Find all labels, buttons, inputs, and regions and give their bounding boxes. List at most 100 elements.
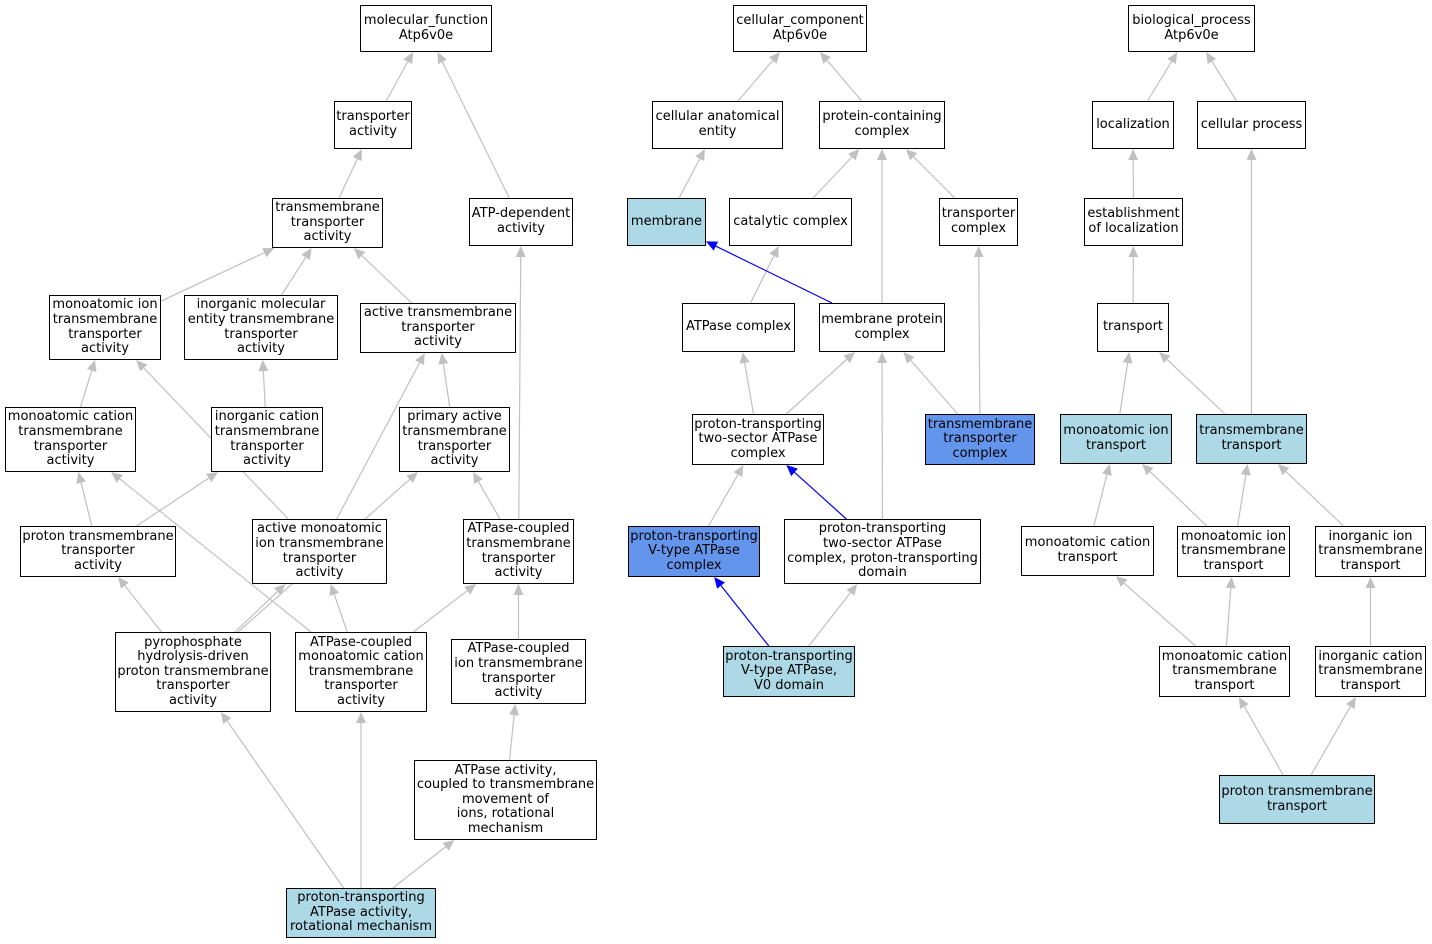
node-cc_catalytic: catalytic complex [729, 198, 852, 246]
node-cc_tm_transporter_complex: transmembrane transporter complex [925, 414, 1035, 465]
node-mf_monoatomic_ion_tm: monoatomic ion transmembrane transporter… [49, 295, 161, 360]
edge-mf_active_monoatomic_ion-to-mf_active_tm [336, 353, 425, 520]
edge-bp_monoatomic_ion_transport-to-bp_transport [1119, 352, 1133, 415]
edge-bp_cellular_process-to-bp_root [1206, 52, 1238, 102]
edge-bp_proton_tm_transport-to-bp_inorganic_cation_tm [1310, 697, 1356, 776]
node-mf_inorganic_molecular: inorganic molecular entity transmembrane… [184, 295, 338, 360]
node-bp_inorganic_ion_tm: inorganic ion transmembrane transport [1315, 526, 1426, 577]
edge-mf_pyrophosphate-to-mf_active_monoatomic_ion [234, 584, 286, 633]
edge-mf_atpase_coupled_tm-to-mf_atp_dependent [515, 246, 526, 520]
edge-mf_monoatomic_cation_tm-to-mf_monoatomic_ion_tm [79, 360, 97, 408]
edge-mf_atp_dependent-to-mf_root [437, 52, 510, 199]
node-cc_protein_complex: protein-containing complex [819, 101, 945, 149]
node-cc_membrane_protein: membrane protein complex [819, 303, 945, 352]
node-mf_root: molecular_function Atp6v0e [360, 5, 492, 52]
edge-cc_two_sector_domain-to-cc_proton_two_sector [786, 465, 847, 520]
edge-bp_monoatomic_cation_transport-to-bp_monoatomic_ion_transport [1093, 464, 1112, 527]
node-mf_tm_transporter: transmembrane transporter activity [272, 198, 383, 248]
edge-bp_proton_tm_transport-to-bp_monoatomic_cation_tm [1238, 697, 1284, 776]
node-bp_localization: localization [1092, 101, 1174, 149]
edge-mf_tm_transporter-to-mf_transporter [338, 149, 362, 199]
edge-bp_inorganic_cation_tm-to-bp_inorganic_ion_tm [1365, 577, 1376, 646]
node-mf_active_monoatomic_ion: active monoatomic ion transmembrane tran… [252, 519, 387, 584]
node-bp_root: biological_process Atp6v0e [1128, 5, 1255, 52]
node-bp_transport: transport [1097, 303, 1169, 352]
node-mf_active_tm: active transmembrane transporter activit… [360, 303, 516, 353]
node-bp_inorganic_cation_tm: inorganic cation transmembrane transport [1315, 646, 1426, 697]
node-mf_atpase_coupled_tm: ATPase-coupled transmembrane transporter… [463, 519, 574, 584]
node-cc_atpase_complex: ATPase complex [682, 303, 795, 352]
node-cc_v_type: proton-transporting V-type ATPase comple… [628, 526, 760, 577]
edge-mf_proton_tm-to-mf_inorganic_cation_tm [136, 472, 218, 527]
edge-mf_atpase_coupled_monoatomic-to-mf_active_monoatomic_ion [329, 584, 348, 633]
edge-mf_proton_atpase_rot-to-mf_atpase_rotational [392, 840, 455, 889]
edge-cc_transporter_complex-to-cc_protein_complex [905, 149, 956, 199]
edge-mf_primary_active-to-mf_active_tm [438, 353, 451, 408]
node-mf_proton_atpase_rot: proton-transporting ATPase activity, rot… [286, 888, 436, 938]
edge-cc_two_sector_domain-to-cc_membrane_protein [877, 352, 888, 520]
edge-mf_pyrophosphate-to-mf_proton_tm [118, 577, 162, 633]
edge-mf_active_tm-to-mf_tm_transporter [353, 248, 413, 304]
edge-mf_atpase_rotational-to-mf_atpase_coupled_ion [508, 704, 520, 761]
edge-mf_proton_tm-to-mf_monoatomic_cation_tm [76, 472, 93, 527]
edge-mf_proton_atpase_rot-to-mf_atpase_coupled_monoatomic [356, 712, 366, 888]
node-bp_monoatomic_cation_tm: monoatomic cation transmembrane transpor… [1159, 646, 1290, 697]
node-mf_primary_active: primary active transmembrane transporter… [399, 407, 510, 472]
edge-cc_membrane_protein-to-cc_protein_complex [877, 149, 887, 303]
node-cc_proton_two_sector: proton-transporting two-sector ATPase co… [692, 414, 824, 465]
edge-bp_establishment-to-bp_localization [1128, 149, 1139, 199]
edge-mf_atpase_coupled_monoatomic-to-mf_atpase_coupled_tm [412, 584, 477, 633]
node-mf_transporter: transporter activity [334, 101, 412, 149]
edge-mf_monoatomic_ion_tm-to-mf_tm_transporter [160, 248, 275, 302]
node-bp_monoatomic_cation_transport: monoatomic cation transport [1021, 526, 1154, 576]
edge-bp_tm_transport-to-bp_cellular_process [1246, 149, 1257, 414]
node-mf_proton_tm: proton transmembrane transporter activit… [20, 526, 176, 577]
edge-mf_inorganic_cation_tm-to-mf_inorganic_molecular [258, 360, 269, 408]
edge-cc_v0_domain-to-cc_two_sector_domain [808, 584, 858, 647]
node-cc_root: cellular_component Atp6v0e [733, 5, 867, 52]
node-mf_atpase_coupled_monoatomic: ATPase-coupled monoatomic cation transme… [295, 632, 427, 712]
node-cc_anatomical: cellular anatomical entity [652, 101, 783, 149]
edge-bp_monoatomic_ion_tm_transport-to-bp_monoatomic_ion_transport [1142, 464, 1208, 527]
node-bp_proton_tm_transport: proton transmembrane transport [1219, 775, 1375, 824]
node-mf_inorganic_cation_tm: inorganic cation transmembrane transport… [211, 407, 323, 472]
node-cc_transporter_complex: transporter complex [939, 198, 1018, 246]
edge-cc_proton_two_sector-to-cc_membrane_protein [785, 352, 855, 415]
edge-cc_v0_domain-to-cc_v_type [714, 577, 770, 647]
edge-cc_v_type-to-cc_proton_two_sector [708, 465, 744, 527]
edge-cc_protein_complex-to-cc_root [819, 52, 863, 102]
node-bp_establishment: establishment of localization [1084, 198, 1183, 246]
edge-cc_catalytic-to-cc_protein_complex [812, 149, 860, 199]
edge-cc_anatomical-to-cc_root [737, 52, 780, 102]
node-bp_tm_transport: transmembrane transport [1196, 414, 1307, 464]
edge-bp_transport-to-bp_establishment [1128, 246, 1139, 304]
edge-bp_monoatomic_cation_tm-to-bp_monoatomic_ion_tm_transport [1225, 577, 1236, 647]
edge-bp_monoatomic_cation_tm-to-bp_monoatomic_cation_transport [1115, 576, 1196, 647]
edge-cc_tm_transporter_complex-to-cc_membrane_protein [903, 352, 959, 415]
edge-mf_atpase_coupled_tm-to-mf_primary_active [473, 472, 501, 520]
edge-mf_transporter-to-mf_root [385, 52, 414, 102]
edge-mf_atpase_coupled_ion-to-mf_atpase_coupled_tm [513, 584, 524, 639]
node-cc_v0_domain: proton-transporting V-type ATPase, V0 do… [723, 646, 855, 697]
node-mf_monoatomic_cation_tm: monoatomic cation transmembrane transpor… [5, 407, 136, 472]
edge-cc_tm_transporter_complex-to-cc_transporter_complex [973, 246, 984, 415]
edge-bp_inorganic_ion_tm-to-bp_tm_transport [1277, 464, 1344, 527]
node-mf_atpase_coupled_ion: ATPase-coupled ion transmembrane transpo… [451, 639, 586, 704]
node-mf_atp_dependent: ATP-dependent activity [469, 198, 573, 246]
edge-bp_monoatomic_ion_tm_transport-to-bp_tm_transport [1236, 464, 1251, 527]
edge-mf_atpase_coupled_monoatomic-to-mf_monoatomic_cation_tm [111, 472, 312, 633]
node-bp_monoatomic_ion_transport: monoatomic ion transport [1060, 414, 1172, 464]
node-cc_two_sector_domain: proton-transporting two-sector ATPase co… [784, 519, 981, 584]
node-cc_membrane: membrane [627, 198, 706, 246]
node-bp_monoatomic_ion_tm_transport: monoatomic ion transmembrane transport [1177, 526, 1290, 577]
edge-cc_membrane_protein-to-cc_membrane [706, 241, 833, 304]
node-bp_cellular_process: cellular process [1197, 101, 1306, 149]
edge-mf_proton_atpase_rot-to-mf_pyrophosphate [220, 712, 345, 889]
edge-cc_membrane-to-cc_anatomical [678, 149, 705, 199]
edge-cc_proton_two_sector-to-cc_atpase_complex [739, 352, 755, 415]
node-mf_pyrophosphate: pyrophosphate hydrolysis-driven proton t… [115, 632, 271, 712]
edge-cc_atpase_complex-to-cc_catalytic [750, 246, 779, 304]
edge-bp_tm_transport-to-bp_transport [1159, 352, 1226, 415]
edge-bp_localization-to-bp_root [1147, 52, 1178, 102]
node-mf_atpase_rotational: ATPase activity, coupled to transmembran… [414, 760, 597, 840]
